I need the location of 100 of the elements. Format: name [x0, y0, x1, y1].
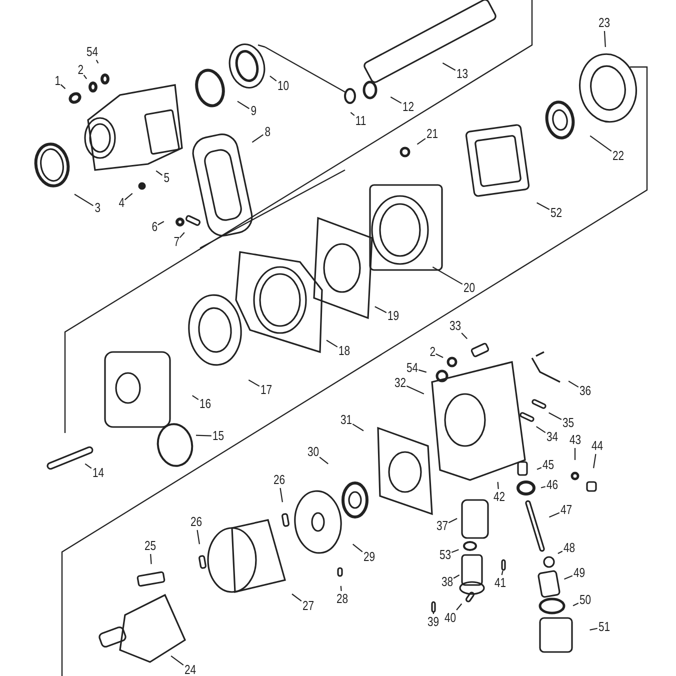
callout-number: 15: [212, 429, 224, 443]
callout-number: 10: [277, 79, 290, 93]
leader-line: [340, 586, 342, 592]
leader-line: [292, 594, 302, 602]
callout-number: 48: [563, 541, 576, 555]
callout-number: 34: [546, 430, 558, 444]
leader-line: [96, 60, 99, 64]
callout-number: 28: [336, 592, 348, 606]
leader-line: [192, 395, 199, 400]
leader-line: [497, 482, 499, 490]
leader-line: [156, 170, 163, 176]
leader-line: [270, 76, 277, 82]
callout-number: 51: [598, 620, 610, 634]
callout-number: 22: [612, 149, 624, 163]
callout-number: 53: [439, 548, 452, 562]
callout-number: 5: [163, 171, 169, 185]
callout-number: 50: [579, 593, 592, 607]
leader-line: [352, 544, 363, 552]
leader-line: [170, 656, 184, 666]
leader-line: [604, 30, 606, 48]
callout-number: 14: [92, 466, 104, 480]
callout-number: 6: [151, 220, 157, 234]
callout-number: 25: [144, 539, 156, 553]
leader-line: [536, 467, 542, 470]
leader-line: [350, 112, 355, 116]
callout-number: 33: [449, 319, 462, 333]
leader-line: [453, 574, 460, 579]
leader-line: [540, 486, 546, 488]
leader-line: [60, 84, 66, 90]
leader-line: [158, 221, 164, 226]
leader-line: [564, 575, 573, 580]
callout-number: 31: [340, 413, 352, 427]
leader-line: [574, 448, 576, 460]
leader-line: [416, 138, 426, 145]
callout-number: 8: [264, 125, 270, 139]
callout-number: 9: [250, 104, 256, 118]
leader-line: [150, 554, 152, 564]
leader-line: [326, 340, 338, 348]
leader-line: [456, 603, 462, 610]
callout-number: 12: [402, 100, 414, 114]
leader-line: [461, 332, 468, 340]
callout-number: 2: [77, 63, 83, 77]
callout-number: 40: [444, 611, 456, 625]
leader-line: [196, 530, 200, 544]
leader-line: [237, 100, 250, 110]
leader-line: [448, 518, 458, 524]
callout-number: 39: [427, 615, 440, 629]
callout-number: 44: [591, 439, 604, 453]
leader-line: [406, 386, 424, 394]
leader-line: [124, 193, 133, 200]
callout-number: 30: [307, 445, 320, 459]
leader-line: [374, 306, 387, 314]
leader-line: [568, 380, 579, 388]
leader-line: [390, 96, 402, 104]
callout-number: 42: [493, 490, 506, 504]
callout-number: 54: [406, 361, 418, 375]
callout-number: 2: [429, 345, 435, 359]
leader-line: [572, 602, 579, 606]
leader-line: [319, 456, 328, 464]
callout-number: 52: [550, 206, 562, 220]
leader-line: [84, 463, 92, 469]
callout-number: 54: [86, 45, 98, 59]
callout-number: 21: [426, 127, 438, 141]
callout-number: 7: [173, 235, 179, 249]
leader-line: [83, 74, 88, 80]
callout-number: 49: [573, 566, 586, 580]
callout-number: 16: [199, 397, 212, 411]
leader-line: [418, 369, 427, 373]
callout-number: 17: [260, 383, 272, 397]
leader-line: [536, 202, 550, 210]
callout-number: 41: [494, 576, 506, 590]
callout-number: 38: [441, 575, 454, 589]
leader-line: [432, 612, 434, 614]
callout-number: 47: [560, 503, 572, 517]
leader-line: [442, 62, 456, 71]
callout-number: 45: [542, 458, 554, 472]
leader-line: [432, 266, 463, 285]
callout-number: 43: [569, 433, 582, 447]
leader-line: [549, 512, 560, 518]
leader-line: [179, 232, 185, 238]
leader-line: [501, 570, 504, 576]
callout-number: 36: [579, 384, 592, 398]
leader-line: [252, 134, 264, 143]
leader-line: [590, 135, 612, 152]
leader-line: [196, 434, 212, 436]
callout-number: 37: [436, 519, 448, 533]
callout-number: 29: [363, 550, 376, 564]
leader-line: [248, 380, 260, 387]
leader-line: [593, 454, 596, 468]
leader-line: [558, 550, 563, 554]
callout-number: 20: [463, 281, 476, 295]
leader-line: [436, 353, 444, 358]
leader-line: [590, 628, 598, 630]
callout-number: 1: [54, 74, 60, 88]
callout-number: 46: [546, 478, 558, 492]
callout-number: 26: [190, 515, 202, 529]
callout-number: 18: [338, 344, 350, 358]
leader-line: [74, 194, 94, 206]
leader-line: [548, 412, 562, 420]
leader-line: [536, 426, 546, 434]
